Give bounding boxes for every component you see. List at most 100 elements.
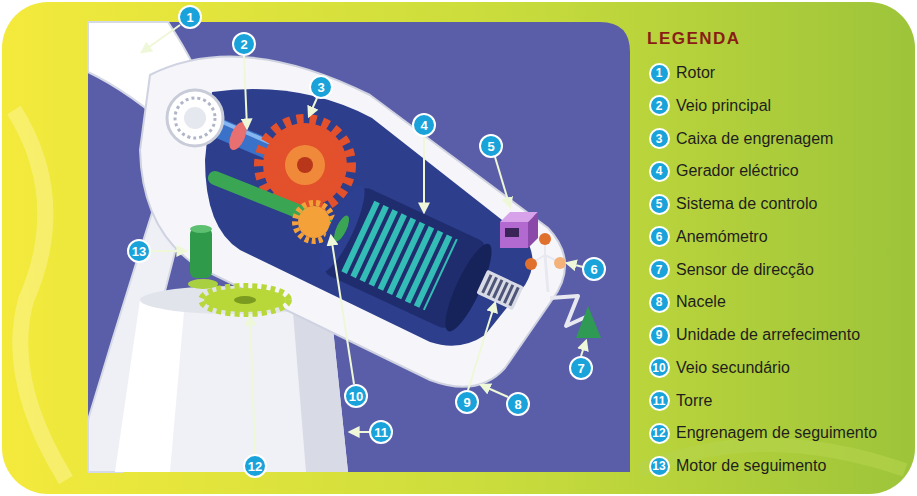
callout-circle: 9 <box>455 390 479 414</box>
legend-text: Sensor de direcção <box>676 259 814 281</box>
legend-text: Caixa de engrenagem <box>676 128 833 150</box>
legend-text: Motor de seguimento <box>676 455 826 477</box>
legend-text: Veio principal <box>676 95 771 117</box>
decor-swirl <box>14 110 66 480</box>
callout-number: 8 <box>514 398 521 411</box>
tower <box>115 300 348 472</box>
yaw-pinion <box>188 279 218 289</box>
generator-end <box>310 180 372 277</box>
callout-number: 5 <box>487 140 494 153</box>
legend-text: Engrenagem de seguimento <box>676 422 877 444</box>
leader-arrow <box>581 341 586 356</box>
yaw-motor-top <box>190 225 212 233</box>
callout-number: 2 <box>240 38 247 51</box>
legend-text: Anemómetro <box>676 226 768 248</box>
callout-circle: 2 <box>232 32 256 56</box>
callout-circle: 10 <box>344 384 368 408</box>
callout-number: 6 <box>590 263 597 276</box>
leader-arrow <box>151 250 186 252</box>
callout-circle: 3 <box>649 128 670 149</box>
callout-circle: 1 <box>178 5 202 29</box>
callout-number: 3 <box>656 133 663 145</box>
callout-circle: 2 <box>649 95 670 116</box>
callout-circle: 6 <box>582 257 606 281</box>
anemometer-cup <box>539 233 551 245</box>
cooling-unit <box>476 270 523 310</box>
hub-bolts <box>175 98 215 138</box>
anemometer-cup <box>554 257 566 269</box>
control-box <box>500 222 528 248</box>
callout-number: 8 <box>656 296 663 308</box>
leader-arrow <box>567 263 583 267</box>
gearbox-gear <box>263 123 347 207</box>
cooling-body <box>476 270 523 310</box>
callout-circle: 12 <box>649 423 670 444</box>
callout-number: 9 <box>463 396 470 409</box>
gear-inner <box>285 145 325 185</box>
callout-circle: 3 <box>309 75 333 99</box>
yaw-gear <box>204 288 286 312</box>
leader-arrow <box>244 56 247 128</box>
callout-number: 10 <box>652 362 665 374</box>
gear-hub <box>297 157 313 173</box>
hub-center <box>184 107 206 129</box>
callout-circle: 12 <box>243 454 267 478</box>
callout-number: 12 <box>652 427 665 439</box>
callout-circle: 13 <box>649 456 670 477</box>
callout-number: 1 <box>186 11 193 24</box>
direction-vane <box>576 306 601 338</box>
leader-arrow <box>250 316 255 454</box>
generator <box>310 180 499 336</box>
cooling-grille <box>485 283 515 297</box>
callout-number: 5 <box>656 198 663 210</box>
callout-circle: 5 <box>649 194 670 215</box>
callout-circle: 10 <box>649 357 670 378</box>
yaw-gear-center <box>234 296 256 304</box>
nacelle-shell <box>140 57 565 387</box>
nacelle-interior <box>205 89 533 346</box>
callout-number: 1 <box>656 67 663 79</box>
callout-circle: 11 <box>649 390 670 411</box>
anemometer-cup <box>525 258 537 270</box>
callout-number: 2 <box>656 100 663 112</box>
legend-text: Nacele <box>676 291 726 313</box>
callout-circle: 9 <box>649 325 670 346</box>
leader-arrow <box>423 137 425 212</box>
callout-circle: 6 <box>649 226 670 247</box>
callout-number: 11 <box>653 395 666 407</box>
control-box-side <box>528 212 538 248</box>
legend-text: Rotor <box>676 62 715 84</box>
callout-number: 3 <box>317 81 324 94</box>
callout-circle: 13 <box>127 239 151 263</box>
callout-number: 11 <box>374 426 388 439</box>
callout-circle: 7 <box>649 259 670 280</box>
callout-number: 4 <box>656 165 663 177</box>
callout-number: 7 <box>577 362 584 375</box>
legend-text: Gerador eléctrico <box>676 160 799 182</box>
legend-text: Torre <box>676 390 712 412</box>
gear-teeth <box>201 286 289 314</box>
generator-axle <box>331 214 352 244</box>
legend-text: Sistema de controlo <box>676 193 817 215</box>
leader-arrow <box>142 25 180 52</box>
leader-arrow <box>309 98 317 116</box>
leader-arrow <box>495 157 510 207</box>
callout-number: 10 <box>349 390 363 403</box>
generator-coil <box>358 236 441 275</box>
callout-circle: 4 <box>412 113 436 137</box>
callout-circle: 11 <box>369 420 393 444</box>
leader-arrow <box>481 385 508 397</box>
callout-circle: 8 <box>649 292 670 313</box>
legend-text: Veio secundário <box>676 357 790 379</box>
callout-number: 12 <box>248 460 262 473</box>
rotor-hub <box>167 90 223 146</box>
callout-number: 6 <box>656 231 663 243</box>
callout-circle: 5 <box>479 134 503 158</box>
leader-arrow <box>331 236 354 384</box>
callout-number: 13 <box>132 245 146 258</box>
leader-arrow <box>350 431 369 433</box>
callout-number: 13 <box>652 460 665 472</box>
legend-heading: LEGENDA <box>647 29 741 49</box>
